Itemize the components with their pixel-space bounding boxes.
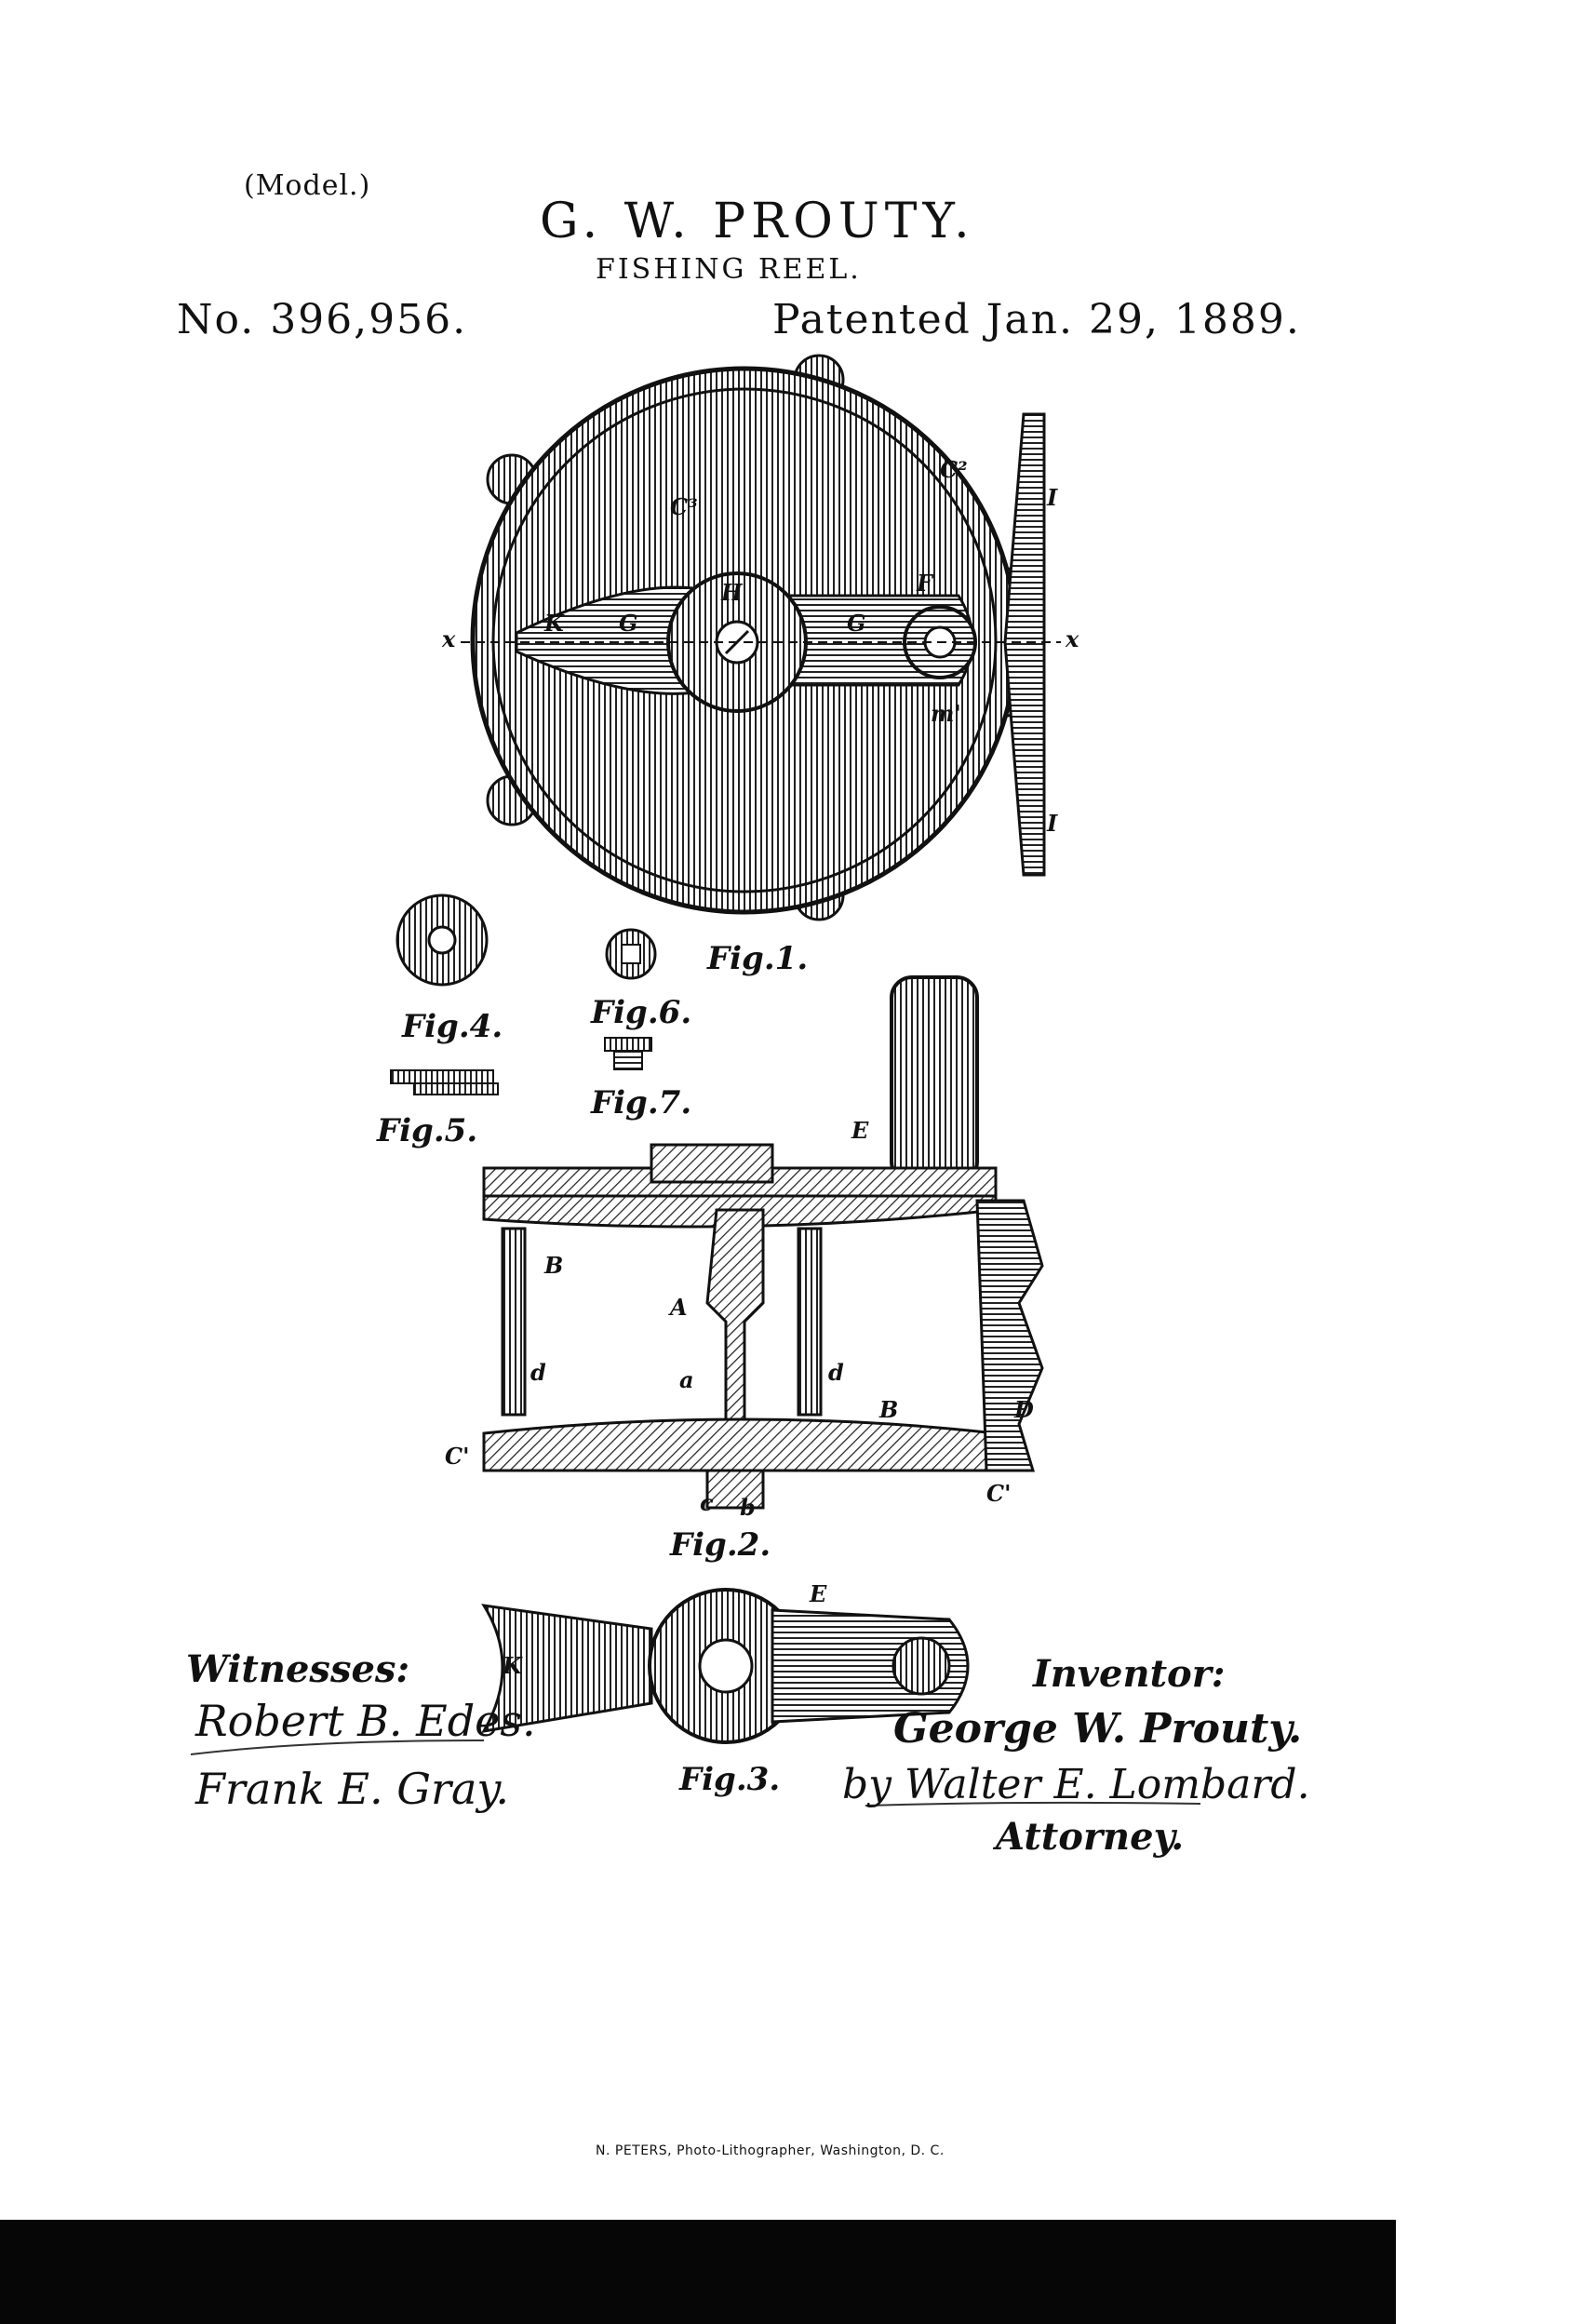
witnesses-label: Witnesses:	[186, 1647, 410, 1691]
fig3-label: Fig.3.	[679, 1761, 781, 1798]
ref-b-left: B	[544, 1252, 564, 1279]
ref-c1-right: C'	[986, 1480, 1012, 1507]
ref-d-left: d	[530, 1359, 546, 1386]
patent-title: FISHING REEL.	[596, 253, 862, 286]
witness-signature-1: Robert B. Edes.	[195, 1696, 536, 1746]
patent-date: Patented Jan. 29, 1889.	[772, 296, 1301, 343]
fig7-label: Fig.7.	[591, 1084, 692, 1122]
ref-b-small: b	[740, 1494, 756, 1521]
witness-signature-2: Frank E. Gray.	[195, 1764, 509, 1814]
ref-x-right: x	[1066, 625, 1079, 652]
ref-big-d: D	[1014, 1396, 1034, 1423]
ref-c-small: c	[700, 1489, 714, 1516]
ref-f: F	[917, 570, 933, 597]
ref-g-right: G	[847, 610, 866, 637]
fig4-drawing	[396, 893, 489, 987]
ref-x-left: x	[442, 625, 456, 652]
ref-m1: m'	[931, 700, 961, 727]
ref-b-right: B	[879, 1396, 899, 1423]
fig7-drawing	[604, 1037, 652, 1070]
fig6-drawing	[605, 928, 657, 980]
attorney-flourish	[865, 1801, 1201, 1807]
ref-c1-left: C'	[445, 1443, 470, 1470]
ref-a-upper: A	[670, 1294, 688, 1321]
fig1-label: Fig.1.	[707, 940, 809, 977]
inventor-name: G. W. PROUTY.	[540, 194, 975, 249]
ref-e-fig3: E	[810, 1580, 827, 1607]
ref-i-upper: I	[1047, 484, 1058, 511]
fig2-label: Fig.2.	[670, 1526, 771, 1564]
fig3-drawing	[481, 1588, 970, 1744]
ref-k-fig3: K	[503, 1652, 522, 1679]
fig5-label: Fig.5.	[377, 1112, 478, 1149]
scan-edge-bar	[0, 2220, 1396, 2324]
printer-credit: N. PETERS, Photo-Lithographer, Washingto…	[596, 2143, 945, 2158]
ref-h: H	[721, 579, 743, 606]
ref-g-left: G	[619, 610, 638, 637]
ref-d-right: d	[828, 1359, 844, 1386]
ref-c3: C³	[670, 493, 698, 520]
witness-flourish	[190, 1740, 485, 1755]
inventor-signature: George W. Prouty.	[893, 1705, 1303, 1753]
ref-a-lower: a	[679, 1366, 694, 1393]
attorney-label: Attorney.	[996, 1815, 1185, 1859]
ref-e-fig2: E	[851, 1117, 869, 1144]
patent-number: No. 396,956.	[177, 296, 468, 343]
ref-k: K	[544, 610, 564, 637]
model-note: (Model.)	[244, 169, 371, 202]
fig2-drawing	[482, 975, 1044, 1510]
ref-i-lower: I	[1047, 810, 1058, 837]
attorney-signature: by Walter E. Lombard.	[842, 1761, 1310, 1808]
fig6-label: Fig.6.	[591, 994, 692, 1031]
fig1-drawing	[461, 354, 1061, 921]
fig5-drawing	[390, 1069, 499, 1095]
inventor-label: Inventor:	[1033, 1652, 1226, 1696]
ref-c2: C²	[940, 456, 968, 483]
fig4-label: Fig.4.	[402, 1008, 503, 1045]
